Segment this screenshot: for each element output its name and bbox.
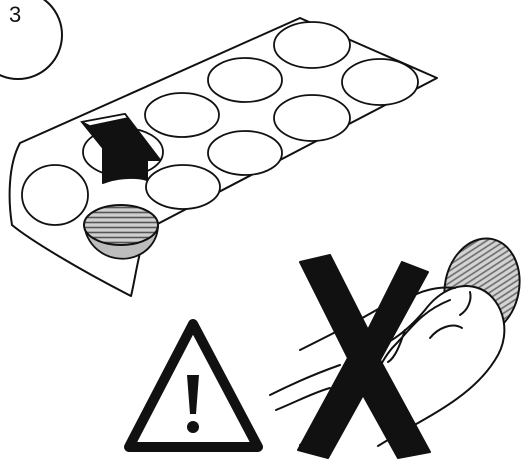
pad bbox=[208, 58, 282, 102]
pad bbox=[145, 93, 219, 137]
warning-triangle-icon bbox=[129, 324, 258, 447]
pad bbox=[208, 131, 282, 175]
pad bbox=[274, 95, 350, 141]
pad bbox=[22, 165, 88, 225]
pad bbox=[274, 22, 350, 68]
pad-sheet bbox=[10, 18, 437, 296]
pad bbox=[342, 59, 418, 105]
step-number: 3 bbox=[9, 4, 21, 26]
pad bbox=[146, 165, 220, 209]
